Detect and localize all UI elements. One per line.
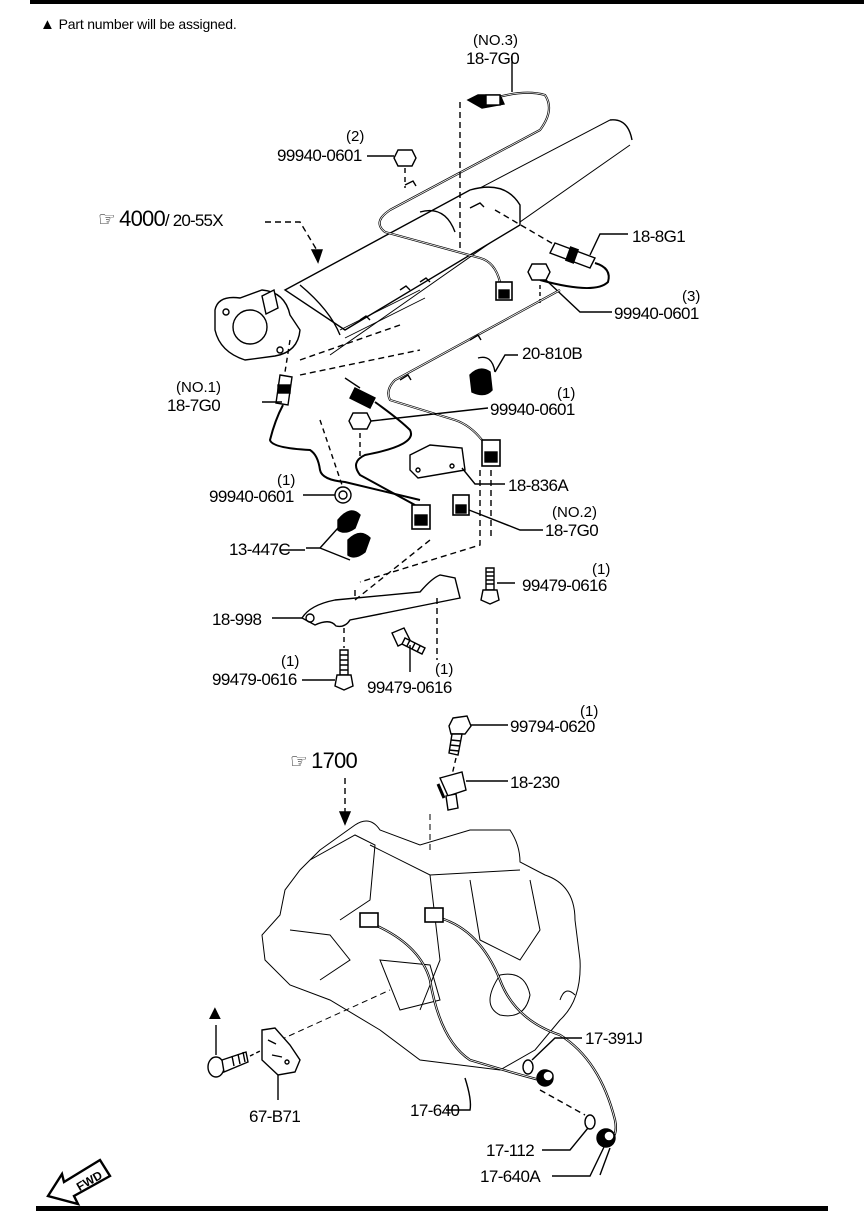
bracket-18-998 bbox=[272, 539, 461, 660]
callout-bolt-right-qty: (1) bbox=[592, 561, 611, 578]
bottom-border-rule bbox=[36, 1206, 828, 1211]
bolt-unassigned bbox=[207, 1025, 263, 1078]
callout-17-112[interactable]: 17-112 bbox=[486, 1141, 535, 1160]
bolt-center bbox=[391, 627, 426, 672]
nut-left bbox=[303, 419, 352, 504]
reference-1700-number: 1700 bbox=[311, 748, 358, 773]
reference-4000[interactable]: ☞4000/ 20-55X bbox=[98, 206, 224, 231]
nut-middle bbox=[348, 407, 489, 460]
callout-no3-qualifier: (NO.3) bbox=[473, 32, 518, 49]
callout-nut-left-qty: (1) bbox=[277, 472, 296, 489]
sensor-harness-upper bbox=[378, 91, 551, 301]
oxygen-sensor-no3 bbox=[459, 56, 513, 250]
reference-1700[interactable]: ☞1700 bbox=[290, 748, 358, 773]
callout-nut-mid-part[interactable]: 99940-0601 bbox=[490, 400, 575, 419]
callout-18-8g1[interactable]: 18-8G1 bbox=[632, 227, 686, 246]
reference-arrows bbox=[265, 221, 352, 826]
callout-bolt-left-qty: (1) bbox=[281, 653, 300, 670]
leader-lines bbox=[280, 549, 611, 1176]
unassigned-part-marker-icon: ▲ bbox=[205, 1002, 225, 1024]
triangle-marker-icon: ▲ bbox=[40, 16, 55, 33]
reference-4000-part: / 20-55X bbox=[164, 211, 224, 230]
speed-sensor-18-230 bbox=[436, 771, 508, 811]
dashed-guides bbox=[299, 324, 481, 583]
nut-top bbox=[367, 149, 417, 188]
bracket-18-836a bbox=[409, 444, 505, 485]
callout-no1-qualifier: (NO.1) bbox=[176, 379, 221, 396]
callout-bolt-trans-part[interactable]: 99794-0620 bbox=[510, 717, 595, 736]
callout-18-998[interactable]: 18-998 bbox=[212, 610, 262, 629]
connector-no2 bbox=[452, 494, 543, 531]
callout-bolt-trans-qty: (1) bbox=[580, 703, 599, 720]
callout-17-640a[interactable]: 17-640A bbox=[480, 1167, 541, 1186]
pointing-hand-icon: ☞ bbox=[98, 209, 116, 231]
legend-note: ▲Part number will be assigned. bbox=[40, 16, 237, 33]
clip-13-447c bbox=[306, 510, 371, 561]
callout-nut-top-part[interactable]: 99940-0601 bbox=[277, 146, 362, 165]
bolt-right bbox=[480, 567, 515, 605]
transaxle-harness bbox=[359, 907, 618, 1142]
callout-18-230[interactable]: 18-230 bbox=[510, 773, 560, 792]
bracket-67-b71 bbox=[261, 1027, 301, 1100]
pointing-hand-icon: ☞ bbox=[290, 751, 308, 773]
callout-18-836a[interactable]: 18-836A bbox=[508, 476, 569, 495]
callout-nut-left-part[interactable]: 99940-0601 bbox=[209, 487, 294, 506]
callout-no2-part[interactable]: 18-7G0 bbox=[545, 521, 599, 540]
callout-nut-right-part[interactable]: 99940-0601 bbox=[614, 304, 699, 323]
top-border-rule bbox=[30, 0, 864, 4]
sensor-harness-lower bbox=[387, 289, 561, 540]
o-ring-17-391j bbox=[522, 1037, 582, 1087]
nut-right bbox=[527, 263, 612, 313]
callout-bolt-left-part[interactable]: 99479-0616 bbox=[212, 670, 297, 689]
callout-no2-qualifier: (NO.2) bbox=[552, 504, 597, 521]
callout-nut-mid-qty: (1) bbox=[557, 385, 576, 402]
callout-17-391j[interactable]: 17-391J bbox=[585, 1029, 643, 1048]
callout-bolt-center-part[interactable]: 99479-0616 bbox=[367, 678, 452, 697]
bolt-99794-0620 bbox=[448, 715, 508, 776]
oxygen-sensor-no1 bbox=[262, 339, 421, 501]
catalytic-converter bbox=[214, 119, 633, 361]
callout-no1-part[interactable]: 18-7G0 bbox=[167, 396, 221, 415]
legend-note-text: Part number will be assigned. bbox=[58, 16, 237, 32]
oxygen-sensor-18-8g1 bbox=[494, 209, 628, 290]
sensor-17-640a bbox=[552, 1128, 616, 1177]
callout-bolt-right-part[interactable]: 99479-0616 bbox=[522, 576, 607, 595]
callout-20-810b[interactable]: 20-810B bbox=[522, 344, 583, 363]
callout-17-640[interactable]: 17-640 bbox=[410, 1101, 460, 1120]
reference-4000-number: 4000 bbox=[119, 206, 166, 231]
bracket-20-810b bbox=[469, 354, 518, 396]
callout-67-b71[interactable]: 67-B71 bbox=[249, 1107, 301, 1126]
gasket-17-112 bbox=[539, 1089, 596, 1151]
callout-nut-top-qty: (2) bbox=[346, 128, 365, 145]
bolt-left bbox=[302, 628, 354, 691]
oxygen-sensor-middle bbox=[344, 377, 431, 530]
callout-no3-part[interactable]: 18-7G0 bbox=[466, 49, 520, 68]
callout-13-447c[interactable]: 13-447C bbox=[229, 540, 291, 559]
callout-bolt-center-qty: (1) bbox=[435, 661, 454, 678]
forward-direction-arrow-icon: FWD bbox=[46, 1158, 112, 1206]
callout-nut-right-qty: (3) bbox=[682, 288, 701, 305]
transaxle-case bbox=[261, 810, 581, 1071]
